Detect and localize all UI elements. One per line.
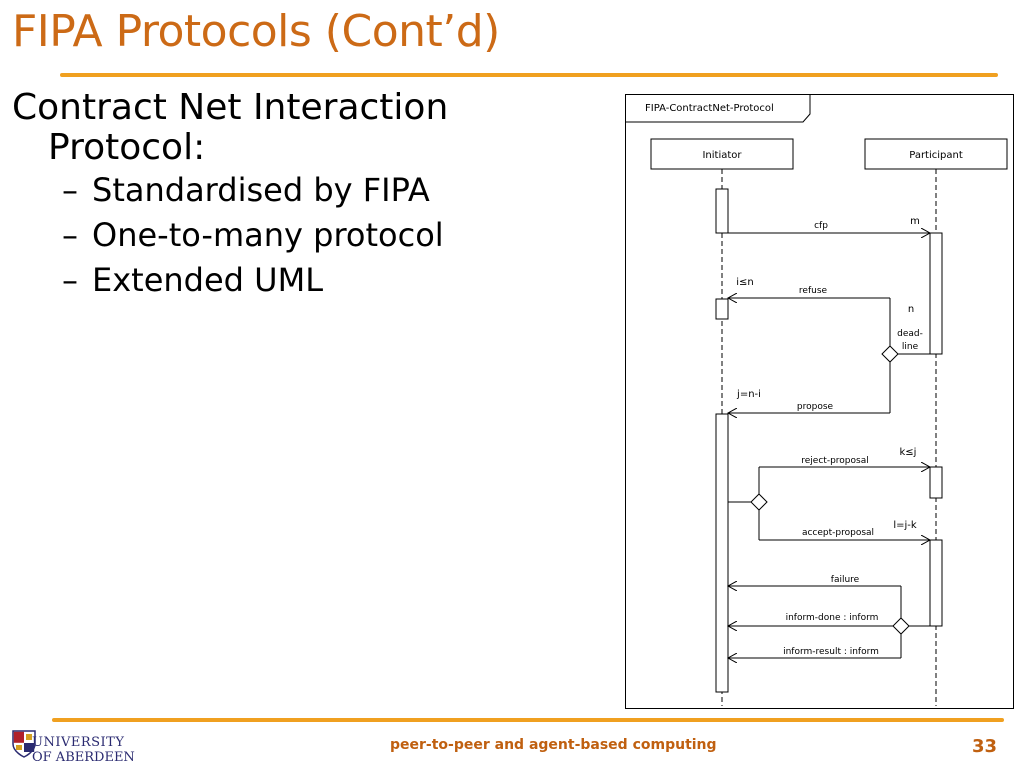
frame-label-tab <box>625 94 811 123</box>
message-label-inform-done: inform-done : inform <box>786 613 879 623</box>
multiplicity-n: n <box>908 304 914 315</box>
footer-divider <box>52 718 1004 722</box>
page-number: 33 <box>972 736 998 757</box>
deadline-label-2: line <box>902 342 919 352</box>
sub-bullet-label: Standardised by FIPA <box>92 171 430 209</box>
logo-line1: UNIVERSITY <box>32 735 125 750</box>
multiplicity-j: j=n-i <box>736 389 761 400</box>
main-bullet: Contract Net Interaction Protocol: <box>12 88 572 168</box>
sub-bullet-label: Extended UML <box>92 261 324 299</box>
frame-label: FIPA-ContractNet-Protocol <box>645 103 774 114</box>
course-title: peer-to-peer and agent-based computing <box>390 737 717 753</box>
main-bullet-line1: Contract Net Interaction <box>12 87 449 128</box>
initiator-label: Initiator <box>702 150 742 161</box>
university-logo <box>10 722 150 766</box>
crest-icon <box>12 730 36 758</box>
participant-label: Participant <box>909 150 963 161</box>
initiator-activation <box>715 188 729 234</box>
message-label-propose: propose <box>797 402 834 412</box>
participant-activation <box>929 539 943 627</box>
bullet-list: Contract Net Interaction Protocol: –Stan… <box>12 88 572 303</box>
initiator-box <box>650 138 794 170</box>
multiplicity-k: k≤j <box>900 447 917 458</box>
deadline-label-1: dead- <box>897 329 923 339</box>
sub-bullet-label: One-to-many protocol <box>92 216 444 254</box>
initiator-activation <box>715 298 729 320</box>
message-label-cfp: cfp <box>814 221 828 231</box>
main-bullet-line2: Protocol: <box>48 127 206 168</box>
logo-line2: OF ABERDEEN <box>32 750 135 765</box>
message-label-refuse: refuse <box>799 286 828 296</box>
sequence-diagram: FIPA-ContractNet-Protocol Initiator Part… <box>625 94 1014 709</box>
dash-glyph: – <box>62 216 78 254</box>
participant-activation <box>929 466 943 499</box>
multiplicity-m: m <box>910 216 920 227</box>
multiplicity-i: i≤n <box>736 277 754 288</box>
message-label-accept-proposal: accept-proposal <box>802 528 874 538</box>
dash-glyph: – <box>62 261 78 299</box>
multiplicity-l: l=j-k <box>893 520 917 531</box>
university-name: UNIVERSITY OF ABERDEEN <box>32 735 135 765</box>
message-label-reject-proposal: reject-proposal <box>801 456 868 466</box>
initiator-activation <box>715 413 729 693</box>
participant-activation <box>929 232 943 355</box>
title-divider <box>60 73 998 77</box>
sub-bullet: –One-to-many protocol <box>12 213 572 258</box>
message-label-inform-result: inform-result : inform <box>783 647 879 657</box>
slide-title: FIPA Protocols (Cont’d) <box>12 6 500 57</box>
sub-bullet: –Standardised by FIPA <box>12 168 572 213</box>
diagram-frame <box>625 94 1014 709</box>
dash-glyph: – <box>62 171 78 209</box>
sub-bullet: –Extended UML <box>12 258 572 303</box>
message-label-failure: failure <box>831 575 860 585</box>
